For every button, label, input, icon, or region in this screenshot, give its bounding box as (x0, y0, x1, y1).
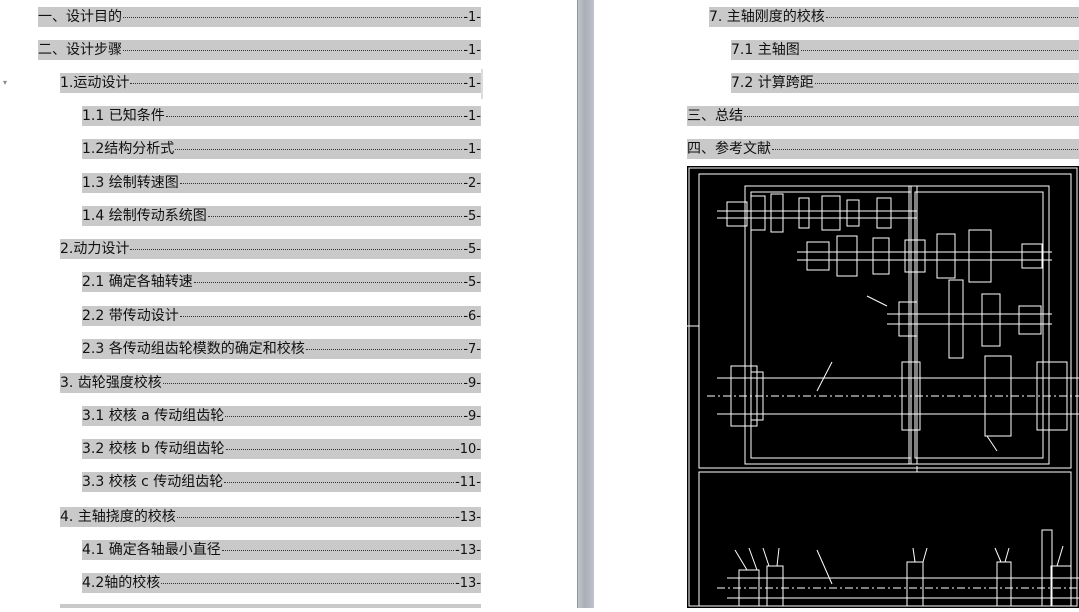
toc-leader (207, 215, 463, 217)
toc-entry-partial (60, 604, 481, 608)
toc-entry-title: 7. 主轴刚度的校核 (709, 9, 825, 25)
toc-leader (225, 415, 463, 417)
toc-entry-title: 7.1 主轴图 (731, 42, 800, 58)
toc-entry[interactable]: 4.2轴的校核 -13- (82, 573, 481, 593)
toc-entry[interactable]: 7.1 主轴图 (731, 40, 1079, 60)
toc-page-number: -9- (463, 409, 481, 424)
toc-leader (193, 281, 463, 283)
toc-entry[interactable]: 4.1 确定各轴最小直径 -13- (82, 540, 481, 560)
toc-entry[interactable]: 7.2 计算跨距 (731, 73, 1079, 93)
toc-entry[interactable]: 4. 主轴挠度的校核 -13- (60, 507, 481, 527)
toc-leader (165, 115, 463, 117)
toc-page-number: -1- (463, 76, 481, 91)
toc-entry[interactable]: 1.2结构分析式 -1- (82, 139, 481, 159)
toc-page-number: -2- (463, 176, 481, 191)
toc-leader (123, 16, 463, 18)
toc-entry-title: 四、参考文献 (687, 141, 771, 157)
toc-page-number: -13- (455, 510, 481, 525)
toc-leader (225, 448, 455, 450)
toc-entry-title: 3.3 校核 c 传动组齿轮 (82, 474, 224, 490)
toc-entry[interactable]: 2.3 各传动组齿轮模数的确定和校核 -7- (82, 339, 481, 359)
toc-entry[interactable]: 3.2 校核 b 传动组齿轮 -10- (82, 439, 481, 459)
toc-entry-title: 2.2 带传动设计 (82, 308, 179, 324)
toc-entry[interactable]: 1.1 已知条件 -1- (82, 106, 481, 126)
toc-entry[interactable]: 二、设计步骤 -1- (38, 40, 481, 60)
toc-entry[interactable]: 2.2 带传动设计 -6- (82, 306, 481, 326)
toc-leader (123, 49, 463, 51)
toc-entry[interactable]: 3.1 校核 a 传动组齿轮 -9- (82, 406, 481, 426)
toc-page-number: -13- (455, 576, 481, 591)
toc-page-number: -5- (463, 275, 481, 290)
toc-entry[interactable]: 3. 齿轮强度校核 -9- (60, 373, 481, 393)
toc-leader (772, 148, 1078, 150)
toc-page-number: -9- (463, 376, 481, 391)
toc-entry-title: 1.4 绘制传动系统图 (82, 208, 207, 224)
toc-leader (162, 382, 463, 384)
paragraph-mark: ▾ (3, 78, 8, 87)
toc-entry[interactable]: 7. 主轴刚度的校核 (709, 7, 1079, 27)
toc-leader (825, 16, 1078, 18)
toc-page-number: -5- (463, 242, 481, 257)
toc-entry-title: 二、设计步骤 (38, 42, 122, 58)
toc-leader (179, 182, 463, 184)
toc-entry[interactable]: 2.1 确定各轴转速 -5- (82, 272, 481, 292)
toc-leader (800, 49, 1078, 51)
toc-entry-title: 1.运动设计 (60, 75, 130, 91)
toc-entry-title: 1.2结构分析式 (82, 141, 175, 157)
cad-drawing-image (687, 166, 1079, 608)
toc-page-number: -1- (463, 142, 481, 157)
toc-page-number: -5- (463, 209, 481, 224)
toc-leader (814, 82, 1078, 84)
toc-leader (224, 481, 455, 483)
toc-leader (130, 248, 463, 250)
toc-page-number: -11- (455, 475, 481, 490)
toc-entry-title: 三、总结 (687, 108, 743, 124)
toc-entry[interactable]: 2.动力设计 -5- (60, 239, 481, 259)
text-cursor-highlight (481, 69, 483, 99)
page-gutter (577, 0, 594, 608)
toc-page-number: -1- (463, 43, 481, 58)
toc-entry[interactable]: 一、设计目的 -1- (38, 7, 481, 27)
toc-entry[interactable]: 三、总结 (687, 106, 1079, 126)
toc-entry-title: 4.1 确定各轴最小直径 (82, 542, 221, 558)
document-page-left: ▾ 一、设计目的 -1- 二、设计步骤 -1- 1.运动设计 -1- 1.1 已知条件… (3, 7, 483, 608)
toc-leader (305, 348, 463, 350)
toc-entry-title: 2.动力设计 (60, 241, 130, 257)
toc-leader (176, 516, 455, 518)
toc-entry[interactable]: 四、参考文献 (687, 139, 1079, 159)
toc-entry[interactable]: 1.运动设计 -1- (60, 73, 481, 93)
toc-entry-title: 一、设计目的 (38, 9, 122, 25)
toc-page-number: -1- (463, 109, 481, 124)
toc-page-number: -10- (455, 442, 481, 457)
toc-entry-title: 4.2轴的校核 (82, 575, 161, 591)
toc-entry[interactable]: 3.3 校核 c 传动组齿轮 -11- (82, 472, 481, 492)
toc-entry-title: 4. 主轴挠度的校核 (60, 509, 176, 525)
toc-leader (175, 148, 463, 150)
toc-page-number: -7- (463, 342, 481, 357)
toc-entry-title: 3.1 校核 a 传动组齿轮 (82, 408, 225, 424)
toc-leader (130, 82, 463, 84)
toc-leader (179, 315, 463, 317)
toc-leader (744, 115, 1078, 117)
toc-entry-title: 3.2 校核 b 传动组齿轮 (82, 441, 225, 457)
toc-page-number: -1- (463, 10, 481, 25)
toc-page-number: -13- (455, 543, 481, 558)
toc-entry-title: 1.1 已知条件 (82, 108, 165, 124)
toc-leader (221, 549, 455, 551)
toc-leader (161, 582, 455, 584)
page-gutter-edge (577, 0, 578, 608)
toc-page-number: -6- (463, 309, 481, 324)
toc-entry-title: 1.3 绘制转速图 (82, 175, 179, 191)
toc-entry-title: 2.1 确定各轴转速 (82, 274, 193, 290)
toc-entry[interactable]: 1.3 绘制转速图 -2- (82, 173, 481, 193)
toc-entry[interactable]: 1.4 绘制传动系统图 -5- (82, 206, 481, 226)
toc-entry-title: 7.2 计算跨距 (731, 75, 814, 91)
toc-entry-title: 3. 齿轮强度校核 (60, 375, 162, 391)
toc-entry-title: 2.3 各传动组齿轮模数的确定和校核 (82, 341, 305, 357)
